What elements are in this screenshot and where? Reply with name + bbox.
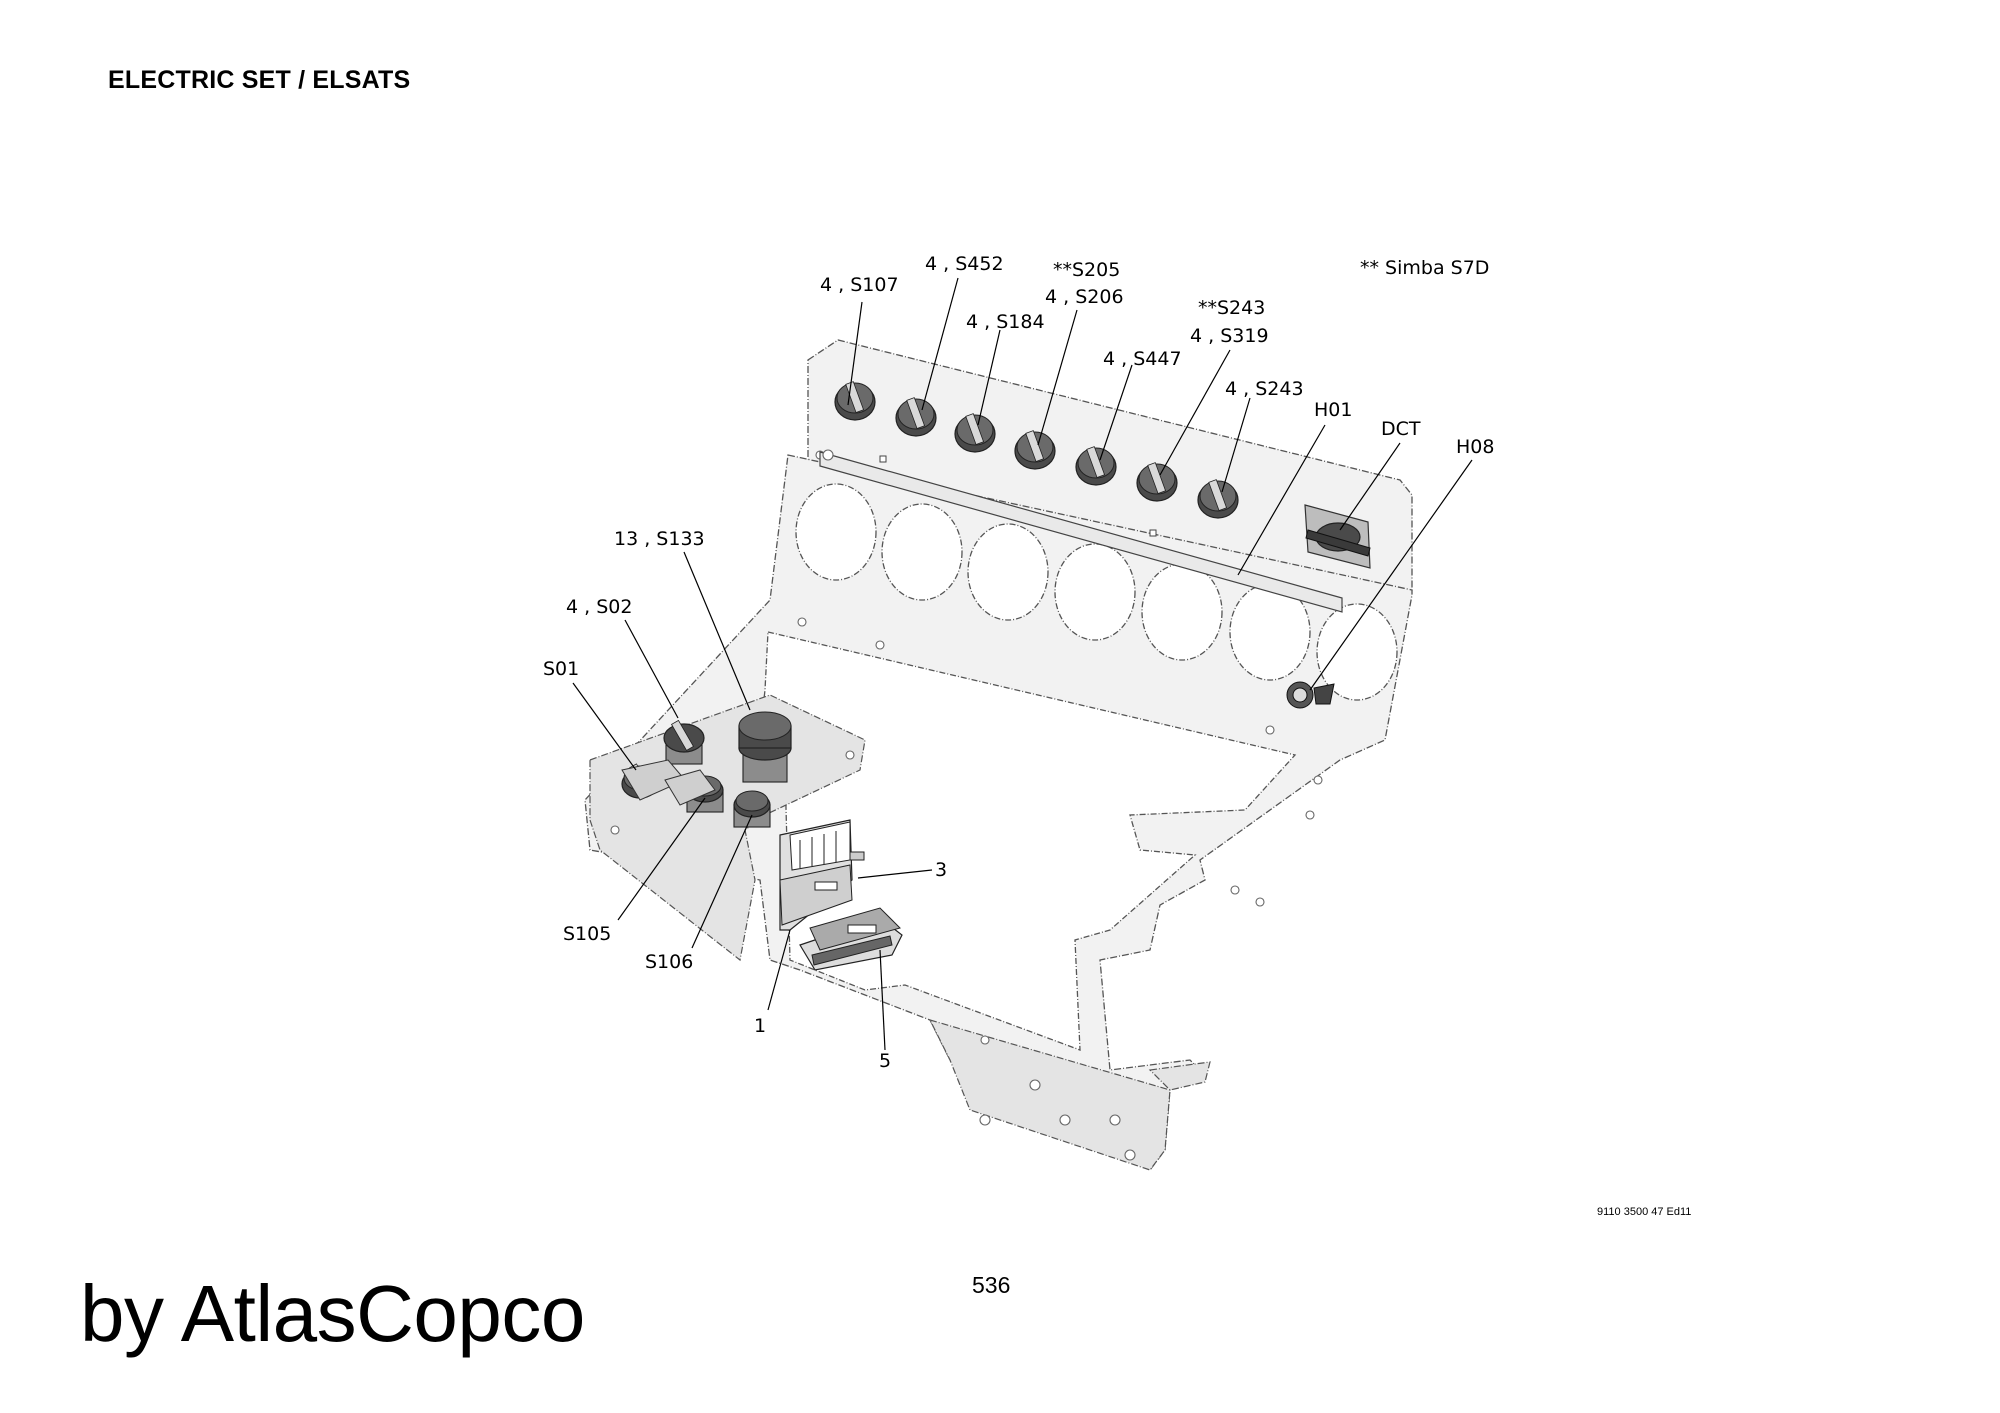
- brand-watermark: by AtlasCopco: [80, 1269, 585, 1358]
- screw-hole: [797, 617, 807, 627]
- button-group: [621, 711, 792, 828]
- panel-hole: [1141, 563, 1223, 661]
- callout-label: 4 , S447: [1103, 348, 1182, 370]
- document-reference: 9110 3500 47 Ed11: [1597, 1206, 1692, 1218]
- callout-label: 4 , S107: [820, 274, 899, 296]
- terminal-block-icon: [779, 819, 865, 931]
- callout-label: S01: [543, 658, 579, 680]
- label-rail: [819, 449, 1343, 613]
- panel-hole: [881, 503, 963, 601]
- panel-hole: [1316, 603, 1398, 701]
- callout-label: 4 , S184: [966, 311, 1045, 333]
- callout-label: 4 , S452: [925, 253, 1004, 275]
- callout-label: S106: [645, 951, 693, 973]
- pushbutton-icon: [733, 790, 771, 828]
- callout-label: **S243: [1198, 297, 1265, 319]
- callout-label: S105: [563, 923, 611, 945]
- rotary-knob-icon: [1075, 446, 1117, 486]
- panel-hole: [795, 483, 877, 581]
- callout-label: 4 , S243: [1225, 378, 1304, 400]
- callout-label: ** Simba S7D: [1360, 257, 1489, 279]
- screw-hole: [1265, 725, 1275, 735]
- selector-switch-icon: [663, 719, 705, 765]
- screw-hole: [845, 750, 855, 760]
- screw-hole: [1029, 1079, 1041, 1091]
- relay-module-icon: [799, 907, 903, 971]
- screw-hole: [1313, 775, 1323, 785]
- indicator-lamp-icon: [1286, 681, 1335, 709]
- rotary-knob-icon: [895, 397, 937, 437]
- callout-label: 1: [754, 1015, 766, 1037]
- callout-label: 3: [935, 859, 947, 881]
- callout-label: 5: [879, 1050, 891, 1072]
- callout-label: DCT: [1381, 418, 1421, 440]
- bracket-lip: [1148, 1061, 1211, 1091]
- callout-labels: 4 , S107 4 , S452 **S205 4 , S206 4 , S1…: [543, 253, 1494, 1072]
- screw-hole: [1109, 1114, 1121, 1126]
- mounting-plate: [584, 339, 1413, 1171]
- screw-hole: [1230, 885, 1240, 895]
- callout-label: 4 , S319: [1190, 325, 1269, 347]
- callout-label: H08: [1456, 436, 1494, 458]
- disconnect-switch-icon: [1304, 504, 1371, 569]
- callout-label: 13 , S133: [614, 528, 705, 550]
- page-title: ELECTRIC SET / ELSATS: [108, 66, 411, 94]
- rotary-knob-icon: [954, 413, 996, 453]
- rotary-knob-icon: [834, 381, 876, 421]
- screw-hole: [980, 1035, 990, 1045]
- page-number: 536: [972, 1272, 1011, 1298]
- screw-hole: [1059, 1114, 1071, 1126]
- screw-hole: [979, 1114, 991, 1126]
- screw-hole: [875, 640, 885, 650]
- rotary-knob-icon: [1136, 462, 1178, 502]
- callout-label: **S205: [1053, 259, 1120, 281]
- screw-hole: [1305, 810, 1315, 820]
- callout-label: 4 , S02: [566, 596, 632, 618]
- rotary-knob-icon: [1197, 479, 1239, 519]
- rotary-knob-icon: [1014, 430, 1056, 470]
- panel-hole: [1229, 583, 1311, 681]
- callout-label: 4 , S206: [1045, 286, 1124, 308]
- screw-hole: [610, 825, 620, 835]
- rotary-knob-row: [834, 381, 1239, 519]
- panel-hole: [967, 523, 1049, 621]
- screw-hole: [1124, 1149, 1136, 1161]
- panel-hole: [1054, 543, 1136, 641]
- callout-label: H01: [1314, 399, 1352, 421]
- leader-lines: [572, 277, 1473, 1051]
- screw-hole: [1255, 897, 1265, 907]
- emergency-stop-icon: [738, 711, 792, 783]
